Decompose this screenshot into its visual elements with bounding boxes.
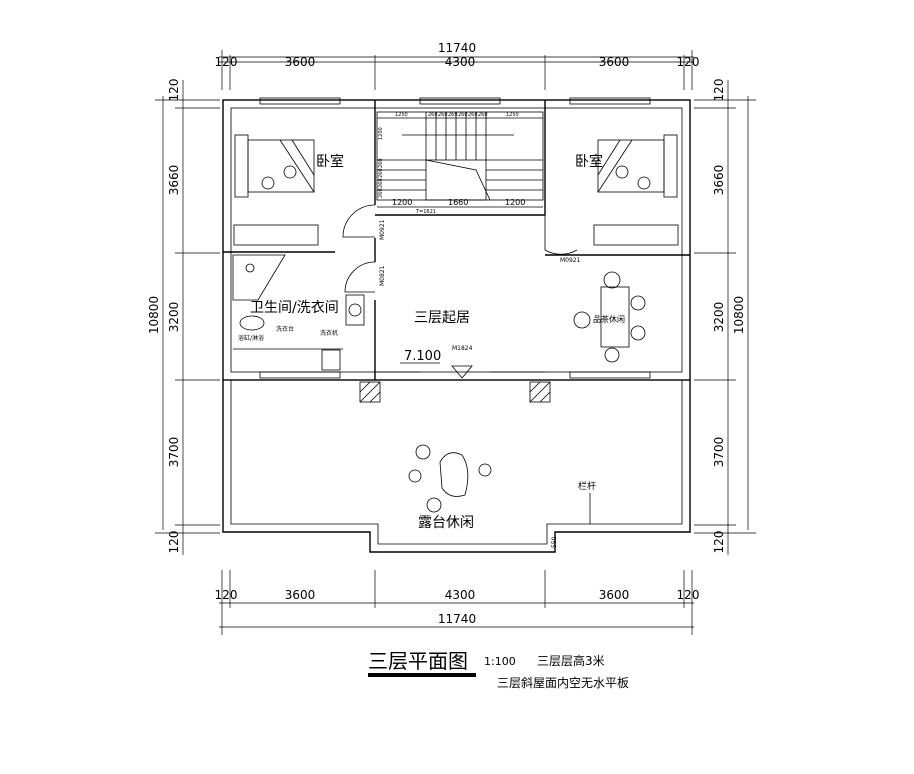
staircase (376, 111, 544, 208)
dim-seg: 4300 (445, 588, 476, 602)
dim-seg: 3660 (167, 165, 181, 196)
drawing-title: 三层平面图 (368, 649, 468, 673)
dim-seg: 3600 (599, 55, 630, 69)
dim-total-depth: 10800 (732, 296, 746, 334)
label-railing: 栏杆 (578, 480, 596, 492)
right-dimensions: 10800 120 3660 3200 3700 120 (694, 79, 756, 555)
dim-seg: 120 (677, 588, 700, 602)
dim-seg: 120 (712, 79, 726, 102)
elevation-label: 7.100 (404, 349, 441, 364)
room-label-living: 三层起居 (414, 310, 470, 326)
dim-seg: 3600 (285, 55, 316, 69)
dim-total-width: 11740 (438, 41, 476, 55)
door-label-m0921-right: M0921 (560, 257, 581, 264)
stair-dim: T=1621 (415, 209, 436, 215)
left-dimensions: 10800 120 3660 3200 3700 120 (147, 79, 220, 555)
top-dimensions: 11740 120 3600 4300 3600 120 (215, 41, 700, 90)
bathroom-fixtures (232, 254, 365, 371)
stair-dim: 260 (378, 168, 384, 178)
room-label-terrace: 露台休闲 (418, 515, 474, 531)
bottom-dimensions: 120 3600 4300 3600 120 11740 (215, 570, 700, 635)
dim-seg: 4300 (445, 55, 476, 69)
stair-dim: 1200 (392, 198, 412, 207)
tea-table (573, 271, 646, 363)
dim-seg: 120 (215, 55, 238, 69)
stair-dim: 1250 (395, 112, 408, 118)
dim-seg: 3600 (285, 588, 316, 602)
door-label-m0821: M0821 (379, 265, 386, 286)
dim-seg: 3700 (712, 437, 726, 468)
door-label-m0921-left: M0921 (379, 219, 386, 240)
dim-total-width-bottom: 11740 (438, 612, 476, 626)
title-underline (368, 673, 476, 677)
room-label-bedroom-left: 卧室 (316, 153, 344, 170)
stair-dim: 260 (448, 112, 458, 118)
bed-right (593, 134, 679, 246)
stair-dim: 260 (458, 112, 468, 118)
label-washer: 洗衣机 (320, 329, 338, 337)
dim-seg: 120 (167, 79, 181, 102)
walls (222, 99, 691, 553)
stair-dim: 260 (378, 178, 384, 188)
stair-dim: 1660 (448, 198, 468, 207)
stair-dim: 260 (468, 112, 478, 118)
label-wash-counter: 洗衣台 (276, 325, 294, 333)
room-label-tea: 品茶休闲 (593, 314, 625, 324)
stair-dimensions: 1250 260 260 260 260 260 260 1250 1200 2… (378, 112, 525, 215)
dim-seg: 3660 (712, 165, 726, 196)
dim-seg: 120 (215, 588, 238, 602)
dim-seg: 3200 (712, 302, 726, 333)
stair-dim: 260 (428, 112, 438, 118)
stair-dim: 1250 (506, 112, 519, 118)
dim-notch: 550 (551, 536, 558, 548)
stair-dim: 1200 (505, 198, 525, 207)
dim-seg: 120 (677, 55, 700, 69)
dim-seg: 3200 (167, 302, 181, 333)
note-roof: 三层斜屋面内空无水平板 (497, 676, 629, 690)
stair-dim: 260 (478, 112, 488, 118)
room-label-bathroom: 卫生间/洗衣间 (250, 300, 339, 316)
door-label-m1824: M1824 (452, 345, 473, 352)
stair-dim: 260 (378, 158, 384, 168)
stair-dim: 260 (378, 188, 384, 198)
columns (359, 381, 551, 403)
room-label-bedroom-right: 卧室 (575, 153, 603, 170)
doors (342, 204, 578, 379)
dim-total-depth: 10800 (147, 296, 161, 334)
drawing-scale: 1:100 (484, 655, 516, 668)
note-floor-height: 三层层高3米 (537, 653, 605, 668)
dim-seg: 3600 (599, 588, 630, 602)
bed-left (233, 134, 319, 246)
dim-seg: 120 (167, 531, 181, 554)
dim-seg: 120 (712, 531, 726, 554)
stair-dim: 1200 (378, 127, 384, 140)
dim-seg: 3700 (167, 437, 181, 468)
label-bath-fixture: 浴缸/淋浴 (238, 334, 264, 342)
windows (259, 97, 651, 379)
stair-dim: 260 (438, 112, 448, 118)
rockery (408, 444, 492, 513)
